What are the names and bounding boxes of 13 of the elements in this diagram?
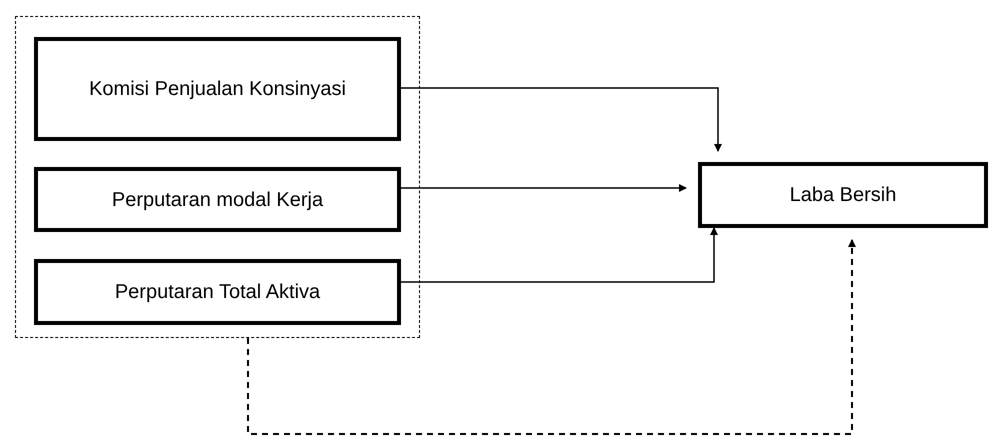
dashed-arrow — [247, 239, 856, 435]
arrow — [400, 184, 687, 192]
box-label: Laba Bersih — [790, 183, 896, 208]
process-box — [698, 162, 988, 228]
dashed-group-box — [15, 16, 420, 338]
box-label: Perputaran Total Aktiva — [114, 280, 320, 305]
arrow — [400, 87, 722, 152]
arrow — [400, 227, 718, 283]
box-label: Komisi Penjualan Konsinyasi — [89, 77, 346, 102]
process-box — [34, 37, 401, 141]
process-box — [34, 167, 401, 232]
box-label: Perputaran modal Kerja — [112, 188, 324, 212]
process-box — [34, 259, 401, 325]
